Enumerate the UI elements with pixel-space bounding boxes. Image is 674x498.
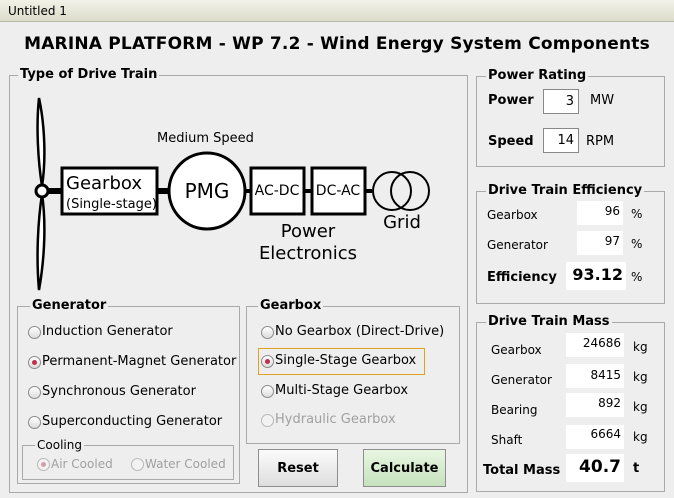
generator-synchronous-label[interactable]: Synchronous Generator [42,384,196,399]
gearbox-legend: Gearbox [258,298,324,313]
window-title: Untitled 1 [8,4,67,18]
mass-bearing-label: Bearing [491,403,538,417]
power-label: Power [488,93,534,108]
generator-induction-label[interactable]: Induction Generator [42,324,173,339]
eff-gearbox-label: Gearbox [487,208,538,222]
mass-total-label: Total Mass [483,463,561,478]
window-titlebar: Untitled 1 [0,0,674,22]
gearbox-multi-stage-radio[interactable] [261,385,274,398]
gearbox-group [246,306,460,444]
mass-shaft-unit: kg [633,430,648,444]
efficiency-legend: Drive Train Efficiency [486,183,645,198]
gearbox-direct-drive-label[interactable]: No Gearbox (Direct-Drive) [275,324,445,339]
eff-gearbox-value: 96 [577,201,623,225]
eff-total-value: 93.12 [566,262,626,290]
eff-gearbox-unit: % [631,207,643,221]
mass-generator-value: 8415 [566,364,624,388]
eff-total-label: Efficiency [487,270,557,285]
eff-generator-label: Generator [487,238,548,252]
grid-circle-2 [390,171,430,211]
hub-icon [34,183,50,199]
acdc-block [249,166,306,216]
cooling-water-label[interactable]: Water Cooled [145,457,226,471]
pmg-label: PMG [185,179,230,203]
mass-gearbox-unit: kg [633,340,648,354]
speed-label: Medium Speed [157,131,254,146]
drive-train-diagram: Gearbox (Single-stage) Medium Speed PMG … [34,97,467,291]
power-electronics-label-2: Electronics [259,243,357,264]
speed-label: Speed [488,134,534,149]
mass-shaft-label: Shaft [491,433,523,447]
power-rating-legend: Power Rating [486,68,589,83]
generator-synchronous-radio[interactable] [28,386,41,399]
grid-circle-1 [372,171,412,211]
generator-pmg-label[interactable]: Permanent-Magnet Generator [42,354,237,369]
eff-generator-unit: % [631,237,643,251]
gearbox-hydraulic-label[interactable]: Hydraulic Gearbox [275,412,396,427]
gearbox-block-sublabel: (Single-stage) [66,197,157,212]
generator-legend: Generator [30,298,109,313]
mass-total-unit: t [633,461,640,476]
cooling-group [22,445,234,480]
power-unit: MW [590,93,615,108]
grid-label: Grid [383,212,421,233]
gearbox-block [60,166,159,216]
mass-gearbox-label: Gearbox [491,343,542,357]
cooling-water-radio[interactable] [131,458,144,471]
power-input[interactable]: 3 [543,89,579,114]
speed-unit: RPM [586,134,615,149]
cooling-legend: Cooling [35,438,84,452]
reset-button[interactable]: Reset [258,449,338,487]
speed-input[interactable]: 14 [543,128,579,153]
gearbox-block-label: Gearbox [66,173,142,194]
cooling-air-label[interactable]: Air Cooled [51,457,113,471]
generator-superconducting-radio[interactable] [28,416,41,429]
mass-total-value: 40.7 [566,454,624,482]
mass-bearing-unit: kg [633,400,648,414]
app-title: MARINA PLATFORM - WP 7.2 - Wind Energy S… [24,34,650,54]
gearbox-single-stage-radio[interactable] [261,355,274,368]
gearbox-single-stage-label[interactable]: Single-Stage Gearbox [275,353,417,368]
mass-generator-label: Generator [491,373,552,387]
generator-group [17,306,240,484]
generator-pmg-radio[interactable] [28,356,41,369]
mass-shaft-value: 6664 [566,425,624,449]
eff-total-unit: % [631,270,643,284]
gearbox-single-stage-focus [258,348,425,375]
dcac-label: DC-AC [316,183,361,199]
gearbox-multi-stage-label[interactable]: Multi-Stage Gearbox [275,383,409,398]
generator-induction-radio[interactable] [28,326,41,339]
gearbox-hydraulic-radio[interactable] [261,414,274,427]
generator-superconducting-label[interactable]: Superconducting Generator [42,414,223,429]
mass-generator-unit: kg [633,370,648,384]
calculate-button[interactable]: Calculate [363,449,446,487]
power-electronics-label-1: Power [281,221,336,242]
drive-train-legend: Type of Drive Train [18,67,160,82]
mass-legend: Drive Train Mass [486,314,612,329]
gearbox-direct-drive-radio[interactable] [261,326,274,339]
cooling-air-radio[interactable] [37,458,50,471]
mass-bearing-value: 892 [566,393,624,417]
eff-generator-value: 97 [577,231,623,255]
mass-gearbox-value: 24686 [566,333,624,357]
acdc-label: AC-DC [255,183,300,199]
drive-train-group [9,75,468,493]
